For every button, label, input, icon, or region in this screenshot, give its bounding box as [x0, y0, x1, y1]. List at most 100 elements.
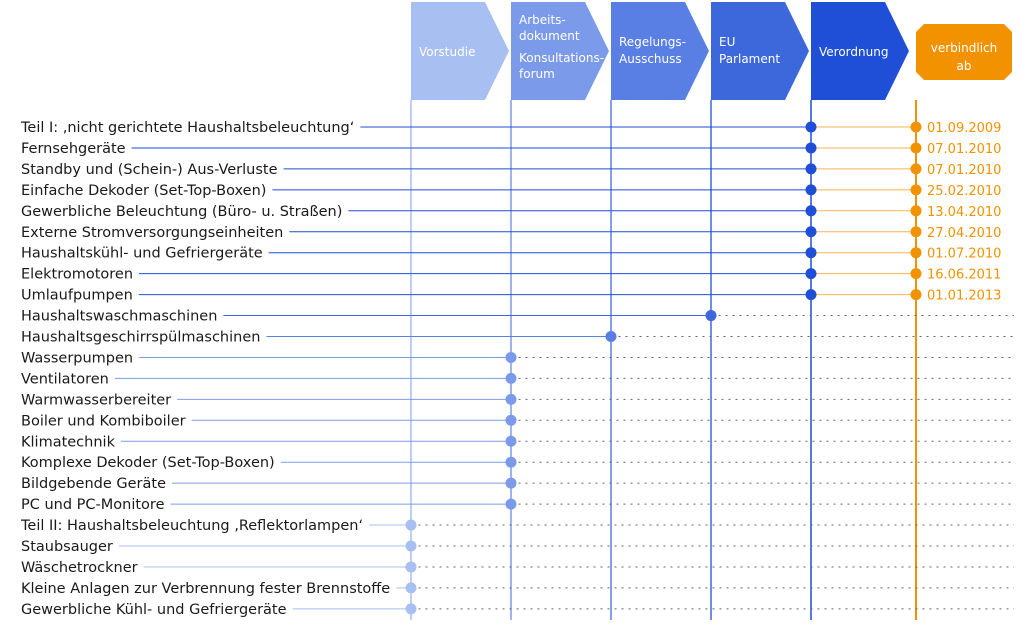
- product-row: Haushaltsgeschirrspülmaschinen: [21, 330, 1014, 346]
- product-label: Standby und (Schein-) Aus-Verluste: [21, 162, 278, 178]
- product-row: Haushaltskühl- und Gefriergeräte 01.07.20…: [21, 246, 1001, 262]
- stage-dot: [605, 331, 617, 342]
- stage-dot: [505, 456, 517, 468]
- stage-header-regelungsausschuss: Regelungs- Ausschuss: [611, 2, 709, 100]
- product-row: Elektromotoren 16.06.2011: [21, 267, 1001, 283]
- stage-label: ab: [957, 59, 972, 73]
- stage-vertical-lines: [410, 100, 917, 620]
- stage-label: forum: [519, 67, 555, 81]
- stage-dot: [805, 247, 817, 259]
- stage-dot: [805, 121, 817, 133]
- product-row: Teil II: Haushaltsbeleuchtung ‚Reflektor…: [20, 518, 1014, 534]
- stage-dot: [805, 268, 817, 280]
- stage-shape: [611, 2, 709, 100]
- product-label: Kleine Anlagen zur Verbrennung fester Br…: [21, 581, 390, 597]
- stage-dot: [505, 393, 517, 405]
- binding-dot: [910, 184, 922, 196]
- product-label: Fernsehgeräte: [21, 141, 126, 157]
- stage-label: Arbeits-: [519, 13, 566, 27]
- stage-shape: [711, 2, 809, 100]
- stage-dot: [805, 163, 817, 175]
- product-label: Warmwasserbereiter: [21, 392, 171, 408]
- product-row: Wäschetrockner: [21, 560, 1014, 576]
- product-row: Umlaufpumpen 01.01.2013: [21, 288, 1001, 304]
- binding-dot: [910, 142, 922, 154]
- product-row: Boiler und Kombiboiler: [21, 413, 1014, 429]
- product-label: Komplexe Dekoder (Set-Top-Boxen): [21, 455, 275, 471]
- product-row: Teil I: ‚nicht gerichtete Haushaltsbeleu…: [20, 120, 1001, 136]
- stage-label: EU: [719, 35, 735, 49]
- binding-date: 07.01.2010: [927, 142, 1001, 157]
- binding-date: 01.01.2013: [927, 289, 1001, 304]
- stage-dot: [505, 372, 517, 384]
- stage-header-group: VorstudieArbeits-dokumentKonsultations-f…: [411, 2, 1012, 100]
- product-row: Bildgebende Geräte: [21, 476, 1014, 492]
- product-label: Klimatechnik: [21, 434, 116, 450]
- product-label: Elektromotoren: [21, 267, 133, 283]
- product-label: Umlaufpumpen: [21, 288, 133, 304]
- product-label: Staubsauger: [21, 539, 113, 555]
- stage-label: verbindlich: [931, 41, 997, 55]
- binding-dot: [910, 289, 922, 301]
- product-label: Einfache Dekoder (Set-Top-Boxen): [21, 183, 266, 199]
- stage-dot: [805, 205, 817, 217]
- stage-label: dokument: [519, 29, 580, 43]
- stage-dot: [805, 226, 817, 238]
- stage-shape: [811, 2, 909, 100]
- binding-date: 16.06.2011: [927, 268, 1001, 283]
- binding-date: 01.07.2010: [927, 247, 1001, 262]
- stage-shape: [511, 2, 609, 100]
- binding-date: 27.04.2010: [927, 226, 1001, 241]
- stage-dot: [505, 351, 517, 363]
- binding-date: 13.04.2010: [927, 205, 1001, 220]
- stage-dot: [805, 142, 817, 154]
- stage-dot: [505, 477, 517, 489]
- stage-dot: [405, 603, 417, 615]
- stage-label: Parlament: [719, 52, 780, 66]
- product-label: Bildgebende Geräte: [21, 476, 166, 492]
- product-label: PC und PC-Monitore: [21, 497, 165, 513]
- stage-shape: [411, 2, 509, 100]
- stage-header-verordnung: Verordnung: [811, 2, 909, 100]
- stage-dot: [505, 498, 517, 510]
- binding-dot: [910, 247, 922, 259]
- product-row: Fernsehgeräte 07.01.2010: [21, 141, 1001, 157]
- stage-dot: [505, 435, 517, 447]
- product-label: Teil I: ‚nicht gerichtete Haushaltsbeleu…: [20, 120, 354, 136]
- stage-header-verbindlich-ab: verbindlich ab: [916, 24, 1012, 80]
- product-row: Einfache Dekoder (Set-Top-Boxen) 25.02.20…: [21, 183, 1001, 199]
- product-row: PC und PC-Monitore: [21, 497, 1014, 513]
- binding-date: 25.02.2010: [927, 184, 1001, 199]
- stage-label: Konsultations-: [519, 51, 604, 65]
- product-label: Gewerbliche Kühl- und Gefriergeräte: [21, 602, 287, 618]
- stage-dot: [705, 310, 717, 322]
- stage-dot: [505, 414, 517, 426]
- stage-shape: [916, 24, 1012, 80]
- product-label: Teil II: Haushaltsbeleuchtung ‚Reflektor…: [20, 518, 363, 534]
- binding-dot: [910, 205, 922, 217]
- product-row: Gewerbliche Beleuchtung (Büro- u. Straße…: [21, 204, 1001, 220]
- product-row: Haushaltswaschmaschinen: [21, 309, 1014, 325]
- product-row: Komplexe Dekoder (Set-Top-Boxen): [21, 455, 1014, 471]
- stage-label: Ausschuss: [619, 52, 682, 66]
- stage-label: Regelungs-: [619, 35, 686, 49]
- product-label: Haushaltswaschmaschinen: [21, 309, 217, 325]
- stage-label: Verordnung: [819, 45, 888, 59]
- product-row: Kleine Anlagen zur Verbrennung fester Br…: [21, 581, 1014, 597]
- product-label: Haushaltskühl- und Gefriergeräte: [21, 246, 263, 262]
- product-row: Staubsauger: [21, 539, 1014, 555]
- binding-date: 01.09.2009: [927, 121, 1001, 136]
- stage-dot: [805, 289, 817, 301]
- product-row: Warmwasserbereiter: [21, 392, 1014, 408]
- product-label: Gewerbliche Beleuchtung (Büro- u. Straße…: [21, 204, 342, 220]
- binding-dot: [910, 121, 922, 133]
- product-row: Klimatechnik: [21, 434, 1014, 450]
- stage-header-vorstudie: Vorstudie: [411, 2, 509, 100]
- product-label: Ventilatoren: [21, 371, 109, 387]
- stage-header-eu-parlament: EU Parlament: [711, 2, 809, 100]
- product-label: Boiler und Kombiboiler: [21, 413, 186, 429]
- product-label: Wasserpumpen: [21, 350, 133, 366]
